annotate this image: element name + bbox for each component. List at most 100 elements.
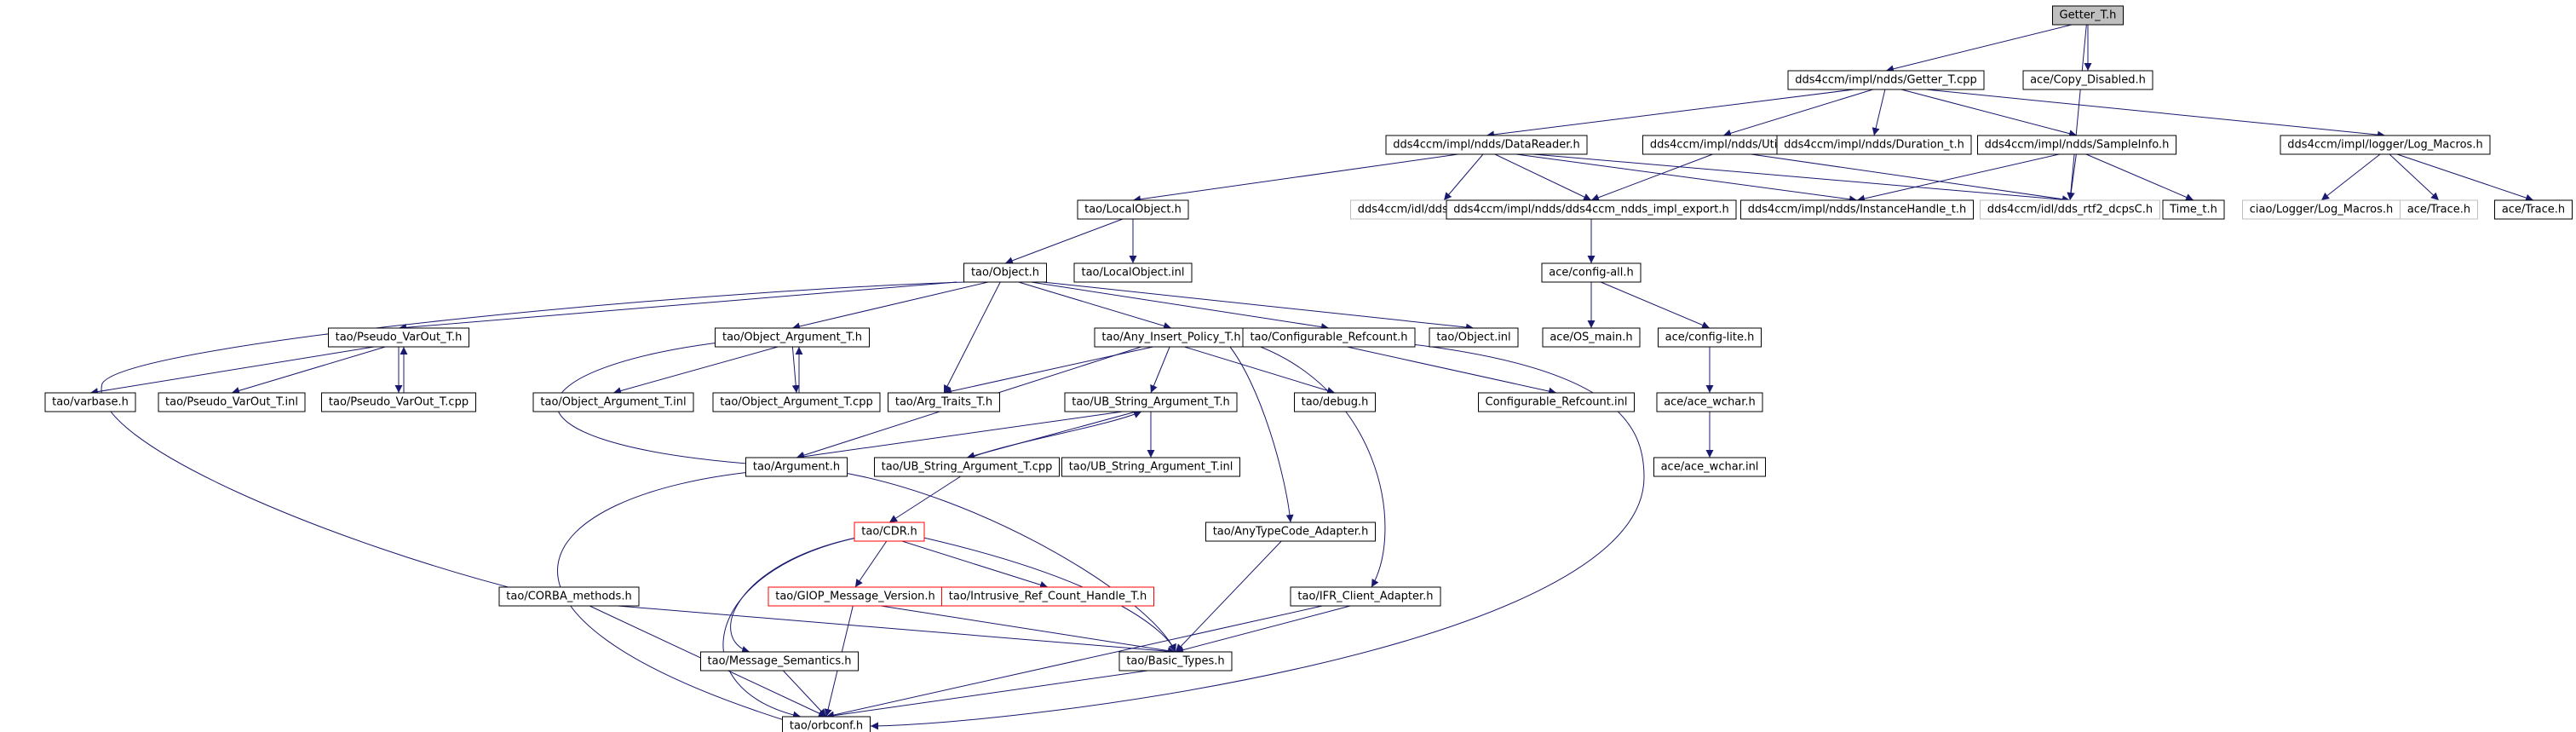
node-corba-methods[interactable]: tao/CORBA_methods.h	[498, 586, 640, 607]
node-box	[715, 327, 870, 348]
node-box	[1478, 392, 1635, 412]
node-instancehandle[interactable]: dds4ccm/impl/ndds/InstanceHandle_t.h	[1740, 199, 1974, 220]
node-box	[1385, 135, 1588, 155]
node-box	[1077, 199, 1189, 220]
node-label: ace/OS_main.h	[1550, 331, 1632, 344]
edge-cdr-h-to-orbconf	[722, 536, 861, 719]
edge-object-h-to-configurable-refcount	[1031, 281, 1330, 331]
node-ace-wchar-inl[interactable]: ace/ace_wchar.inl	[1653, 457, 1766, 477]
node-intrusive-ref[interactable]: tao/Intrusive_Ref_Count_Handle_T.h	[941, 586, 1154, 607]
node-varbase[interactable]: tao/varbase.h	[44, 392, 136, 412]
node-label: tao/orbconf.h	[790, 720, 863, 732]
node-pseudo-varout-inl[interactable]: tao/Pseudo_VarOut_T.inl	[158, 392, 306, 412]
node-sampleinfo[interactable]: dds4ccm/impl/ndds/SampleInfo.h	[1977, 135, 2176, 155]
node-os-main[interactable]: ace/OS_main.h	[1542, 327, 1641, 348]
node-ciao-log[interactable]: ciao/Logger/Log_Macros.h	[2242, 199, 2401, 220]
edge-ub-string-h-to-argument-h	[796, 411, 1123, 461]
node-getter-t-h[interactable]: Getter_T.h	[2052, 5, 2124, 26]
edge-giop-version-to-basic-types	[881, 605, 1176, 655]
edge-datareader-to-instancehandle	[1515, 153, 1858, 204]
node-ub-string-inl[interactable]: tao/UB_String_Argument_T.inl	[1061, 457, 1240, 477]
node-copy-disabled[interactable]: ace/Copy_Disabled.h	[2022, 70, 2153, 90]
node-configurable-refcount[interactable]: tao/Configurable_Refcount.h	[1242, 327, 1416, 348]
node-dcpsc[interactable]: dds4ccm/idl/dds_rtf2_dcpsC.h	[1980, 199, 2160, 220]
node-label: tao/Configurable_Refcount.h	[1250, 331, 1407, 344]
node-label: tao/Any_Insert_Policy_T.h	[1101, 331, 1240, 344]
edge-basic-types-to-orbconf	[825, 670, 1148, 720]
node-box	[1980, 199, 2160, 220]
node-ace-trace1[interactable]: ace/Trace.h	[2400, 199, 2478, 220]
edge-utils-to-dcpsc	[1751, 153, 2071, 204]
node-config-lite[interactable]: ace/config-lite.h	[1658, 327, 1762, 348]
edge-getter-t-h-to-getter-t-cpp	[1885, 24, 2073, 73]
node-object-inl[interactable]: tao/Object.inl	[1429, 327, 1519, 348]
node-configurable-refcount-inl[interactable]: Configurable_Refcount.inl	[1478, 392, 1635, 412]
node-label: tao/GIOP_Message_Version.h	[775, 591, 935, 603]
node-utils[interactable]: dds4ccm/impl/ndds/Utils.h	[1642, 135, 1804, 155]
edge-configurable-refcount-to-orbconf	[870, 342, 1645, 730]
node-box	[498, 586, 640, 607]
node-anytypecode[interactable]: tao/AnyTypeCode_Adapter.h	[1205, 522, 1376, 542]
node-label: tao/debug.h	[1302, 396, 1369, 409]
node-debug-h[interactable]: tao/debug.h	[1294, 392, 1376, 412]
node-object-argument-h[interactable]: tao/Object_Argument_T.h	[715, 327, 870, 348]
node-impl-export[interactable]: dds4ccm/impl/ndds/dds4ccm_ndds_impl_expo…	[1446, 199, 1737, 220]
node-label: dds4ccm/impl/ndds/Utils.h	[1650, 139, 1797, 152]
edge-getter-t-cpp-to-utils	[1722, 89, 1873, 137]
edge-any-insert-to-anytypecode	[1226, 342, 1294, 523]
node-box	[2022, 70, 2153, 90]
edge-argument-h-to-orbconf	[557, 470, 793, 724]
node-cdr-h[interactable]: tao/CDR.h	[854, 522, 925, 542]
node-box	[1740, 199, 1974, 220]
node-pseudo-varout-h[interactable]: tao/Pseudo_VarOut_T.h	[328, 327, 469, 348]
node-localobject-inl[interactable]: tao/LocalObject.inl	[1073, 262, 1193, 283]
node-label: tao/Pseudo_VarOut_T.inl	[165, 396, 298, 409]
node-ub-string-cpp[interactable]: tao/UB_String_Argument_T.cpp	[874, 457, 1060, 477]
edge-any-insert-to-debug-h	[1184, 346, 1336, 395]
node-any-insert[interactable]: tao/Any_Insert_Policy_T.h	[1094, 327, 1249, 348]
edge-object-h-to-object-inl	[1042, 281, 1475, 331]
node-label: tao/CDR.h	[861, 526, 917, 539]
node-time-t[interactable]: Time_t.h	[2162, 199, 2225, 220]
node-label: tao/Object_Argument_T.inl	[540, 396, 686, 409]
node-object-argument-inl[interactable]: tao/Object_Argument_T.inl	[532, 392, 694, 412]
node-log-macros[interactable]: dds4ccm/impl/logger/Log_Macros.h	[2280, 135, 2491, 155]
node-label: tao/Object_Argument_T.h	[722, 331, 862, 344]
node-localobject-h[interactable]: tao/LocalObject.h	[1077, 199, 1189, 220]
edge-getter-t-h-to-dcpsc	[2067, 24, 2087, 201]
edge-pseudo-varout-h-to-varbase	[89, 346, 375, 396]
node-box	[2280, 135, 2491, 155]
node-ub-string-h[interactable]: tao/UB_String_Argument_T.h	[1064, 392, 1238, 412]
node-label: tao/CORBA_methods.h	[506, 591, 631, 603]
node-object-argument-cpp[interactable]: tao/Object_Argument_T.cpp	[712, 392, 881, 412]
node-message-semantics[interactable]: tao/Message_Semantics.h	[700, 651, 859, 671]
edge-object-h-to-pseudo-varout-h	[398, 281, 957, 331]
node-arg-traits[interactable]: tao/Arg_Traits_T.h	[888, 392, 1000, 412]
node-pseudo-varout-cpp[interactable]: tao/Pseudo_VarOut_T.cpp	[321, 392, 476, 412]
node-object-h[interactable]: tao/Object.h	[963, 262, 1047, 283]
edge-datareader-to-impl-export	[1494, 153, 1592, 201]
node-ace-trace2[interactable]: ace/Trace.h	[2494, 199, 2573, 220]
node-box	[321, 392, 476, 412]
node-basic-types[interactable]: tao/Basic_Types.h	[1118, 651, 1233, 671]
dependency-nodes: Getter_T.h dds4ccm/impl/ndds/Getter_T.cpp…	[44, 5, 2573, 732]
node-box	[2052, 5, 2124, 26]
node-getter-t-cpp[interactable]: dds4ccm/impl/ndds/Getter_T.cpp	[1787, 70, 1985, 90]
node-label: tao/UB_String_Argument_T.h	[1072, 396, 1229, 409]
node-box	[1294, 392, 1376, 412]
node-giop-version[interactable]: tao/GIOP_Message_Version.h	[768, 586, 943, 607]
node-datareader[interactable]: dds4ccm/impl/ndds/DataReader.h	[1385, 135, 1588, 155]
node-ifr-client[interactable]: tao/IFR_Client_Adapter.h	[1290, 586, 1441, 607]
edge-configurable-refcount-to-configurable-refcount-inl	[1347, 346, 1557, 395]
node-ace-wchar-h[interactable]: ace/ace_wchar.h	[1656, 392, 1763, 412]
node-orbconf[interactable]: tao/orbconf.h	[782, 716, 871, 732]
node-config-all[interactable]: ace/config-all.h	[1541, 262, 1642, 283]
node-argument-h[interactable]: tao/Argument.h	[745, 457, 848, 477]
node-label: ace/Trace.h	[2407, 204, 2470, 216]
edge-cdr-h-to-giop-version	[854, 540, 888, 588]
node-box	[1542, 327, 1641, 348]
node-box	[1656, 392, 1763, 412]
node-label: tao/Pseudo_VarOut_T.cpp	[329, 396, 469, 409]
node-duration[interactable]: dds4ccm/impl/ndds/Duration_t.h	[1776, 135, 1972, 155]
